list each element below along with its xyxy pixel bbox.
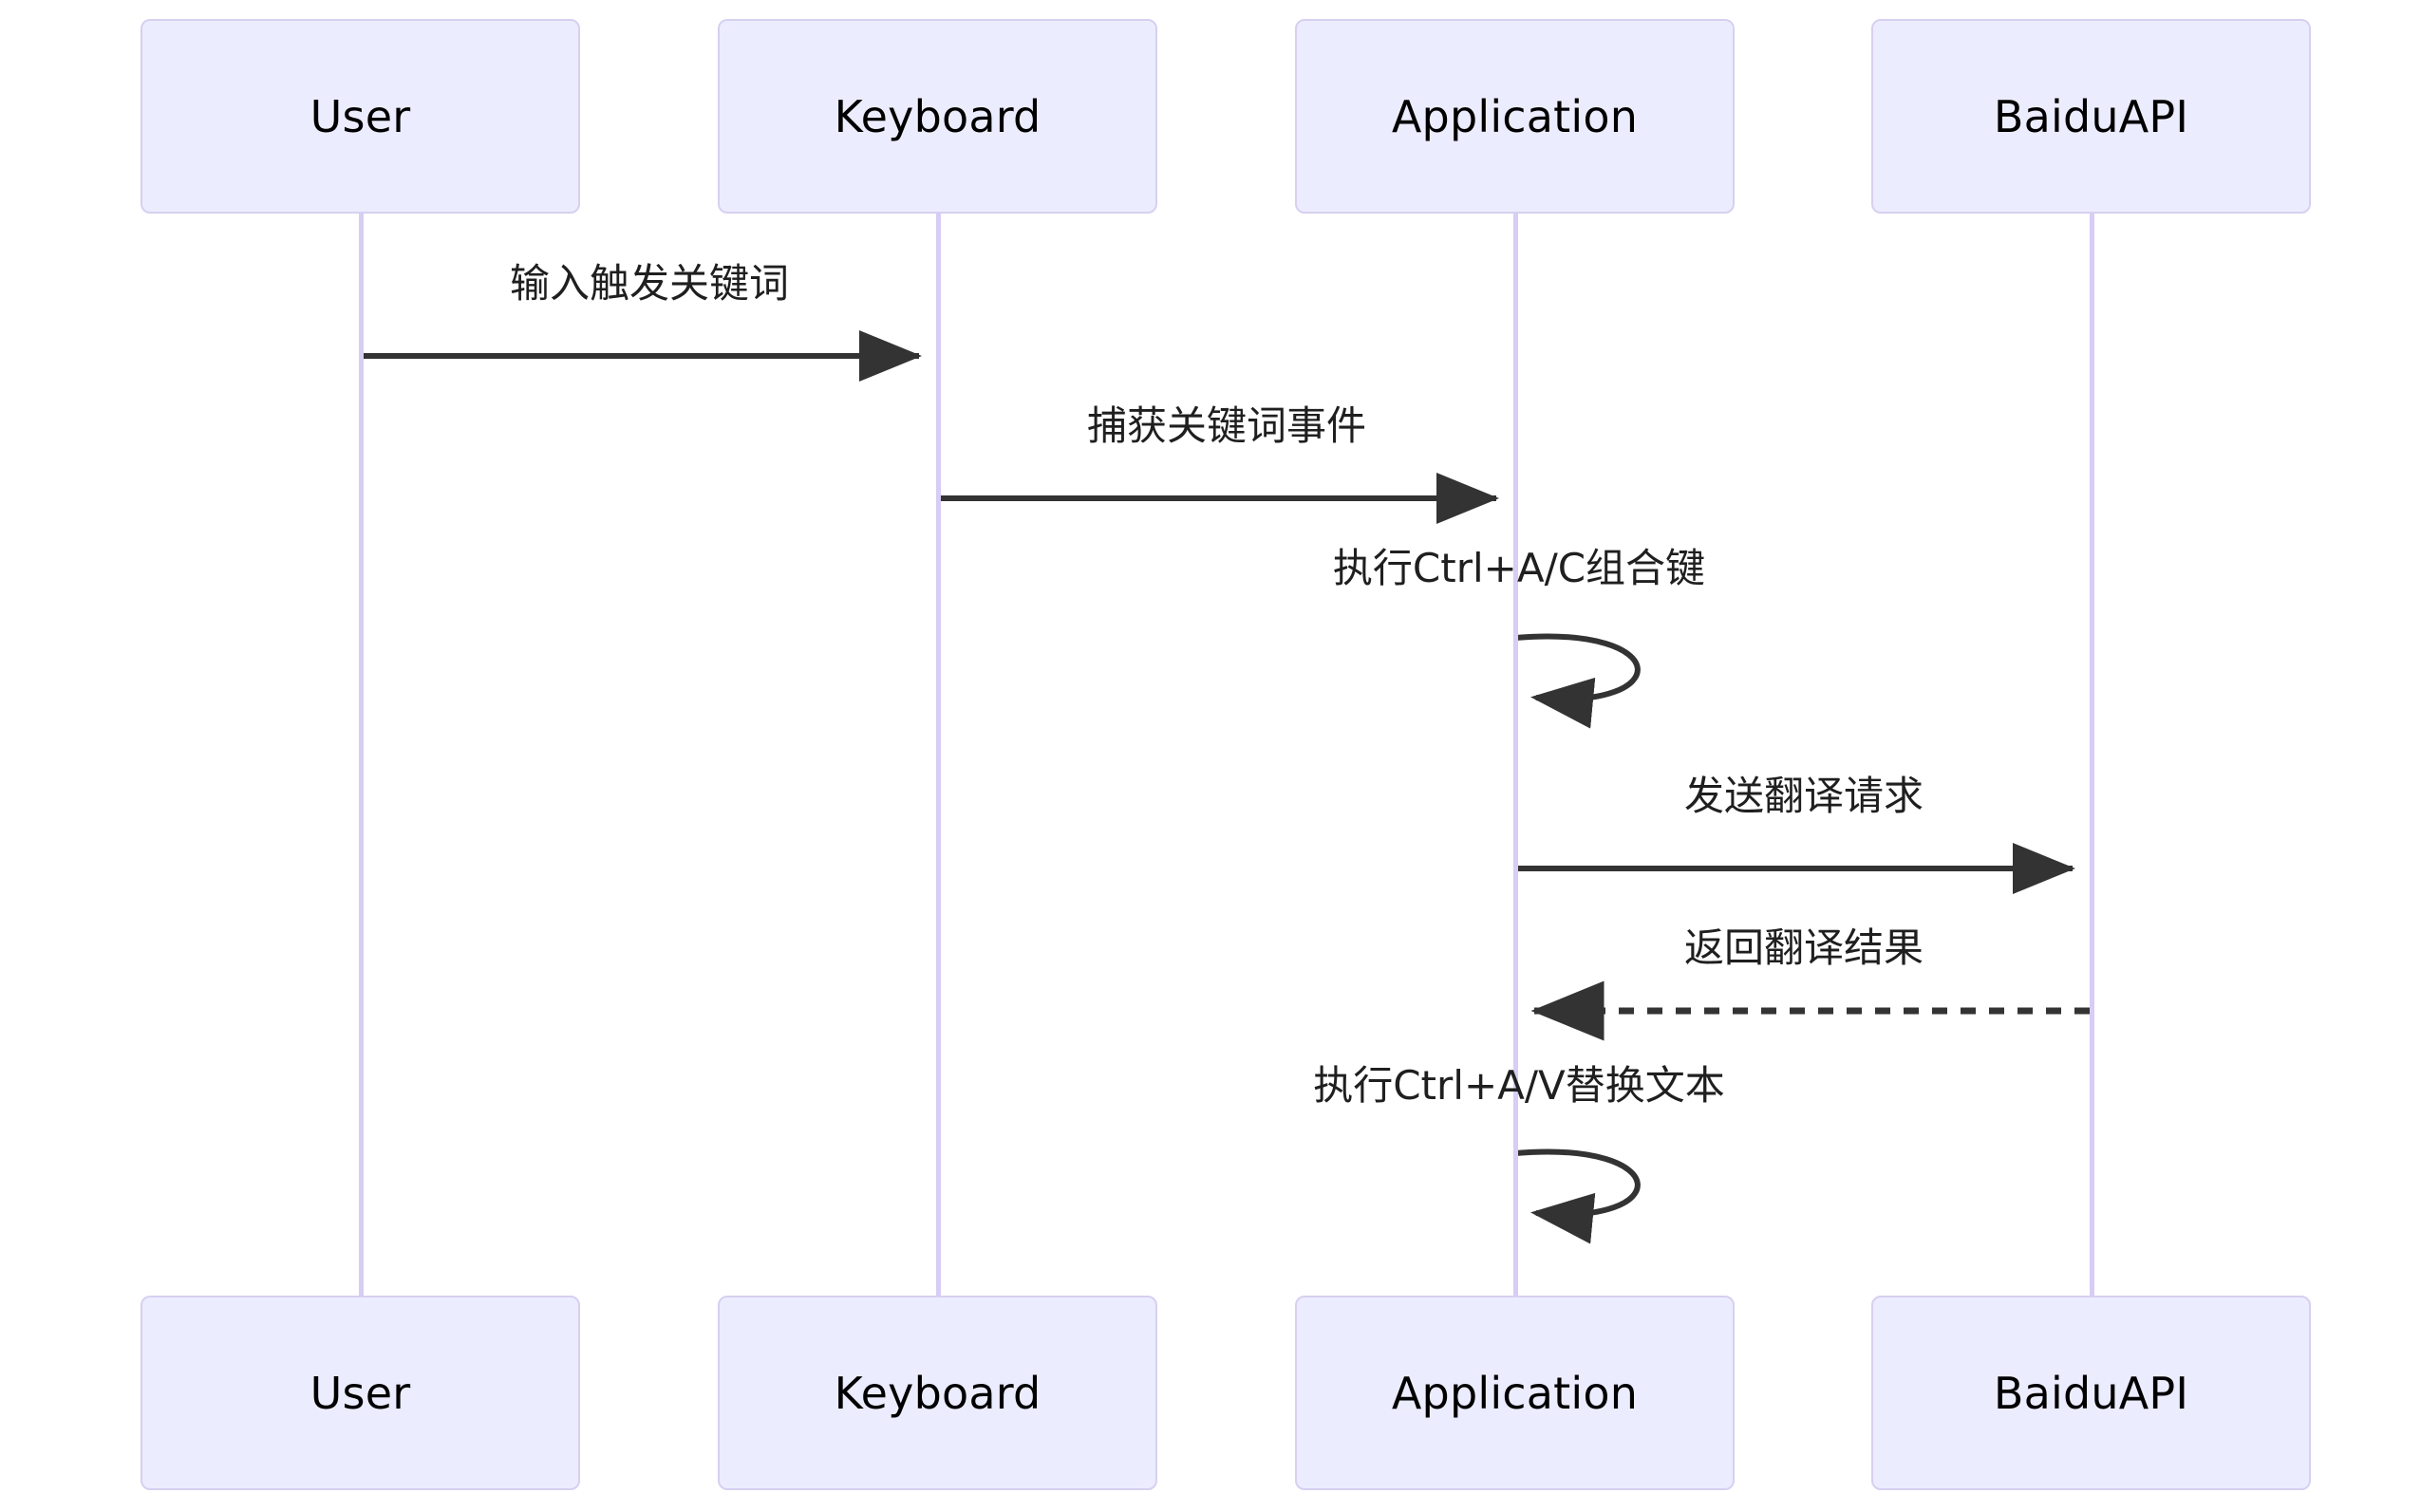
actor-box-bottom-user[interactable]: User bbox=[141, 1296, 580, 1490]
actor-label-keyboard-top: Keyboard bbox=[834, 90, 1042, 142]
self-message-arrow-6 bbox=[1514, 1148, 1641, 1244]
self-message-arrow-3 bbox=[1514, 633, 1641, 729]
message-label-5: 返回翻译结果 bbox=[1683, 924, 1924, 971]
actor-box-top-baiduapi[interactable]: BaiduAPI bbox=[1871, 19, 2311, 214]
actor-box-top-user[interactable]: User bbox=[141, 19, 580, 214]
message-label-1: 输入触发关键词 bbox=[509, 260, 790, 307]
message-label-4: 发送翻译请求 bbox=[1683, 773, 1924, 819]
message-label-6: 执行Ctrl+A/V替换文本 bbox=[1313, 1062, 1725, 1109]
message-label-3: 执行Ctrl+A/C组合键 bbox=[1332, 545, 1706, 591]
actor-label-user-bottom: User bbox=[310, 1367, 411, 1419]
actor-label-user-top: User bbox=[310, 90, 411, 142]
actor-label-baiduapi-bottom: BaiduAPI bbox=[1993, 1367, 2189, 1419]
actor-label-application-bottom: Application bbox=[1391, 1367, 1639, 1419]
message-label-2: 捕获关键词事件 bbox=[1086, 402, 1367, 449]
lifeline-baiduapi bbox=[2090, 214, 2094, 1296]
lifeline-application bbox=[1513, 214, 1518, 1296]
actor-box-bottom-baiduapi[interactable]: BaiduAPI bbox=[1871, 1296, 2311, 1490]
actor-label-application-top: Application bbox=[1391, 90, 1639, 142]
lifeline-user bbox=[359, 214, 364, 1296]
actor-label-keyboard-bottom: Keyboard bbox=[834, 1367, 1042, 1419]
actor-box-bottom-application[interactable]: Application bbox=[1295, 1296, 1735, 1490]
actor-label-baiduapi-top: BaiduAPI bbox=[1993, 90, 2189, 142]
actor-box-bottom-keyboard[interactable]: Keyboard bbox=[718, 1296, 1157, 1490]
actor-box-top-keyboard[interactable]: Keyboard bbox=[718, 19, 1157, 214]
lifeline-keyboard bbox=[936, 214, 941, 1296]
actor-box-top-application[interactable]: Application bbox=[1295, 19, 1735, 214]
